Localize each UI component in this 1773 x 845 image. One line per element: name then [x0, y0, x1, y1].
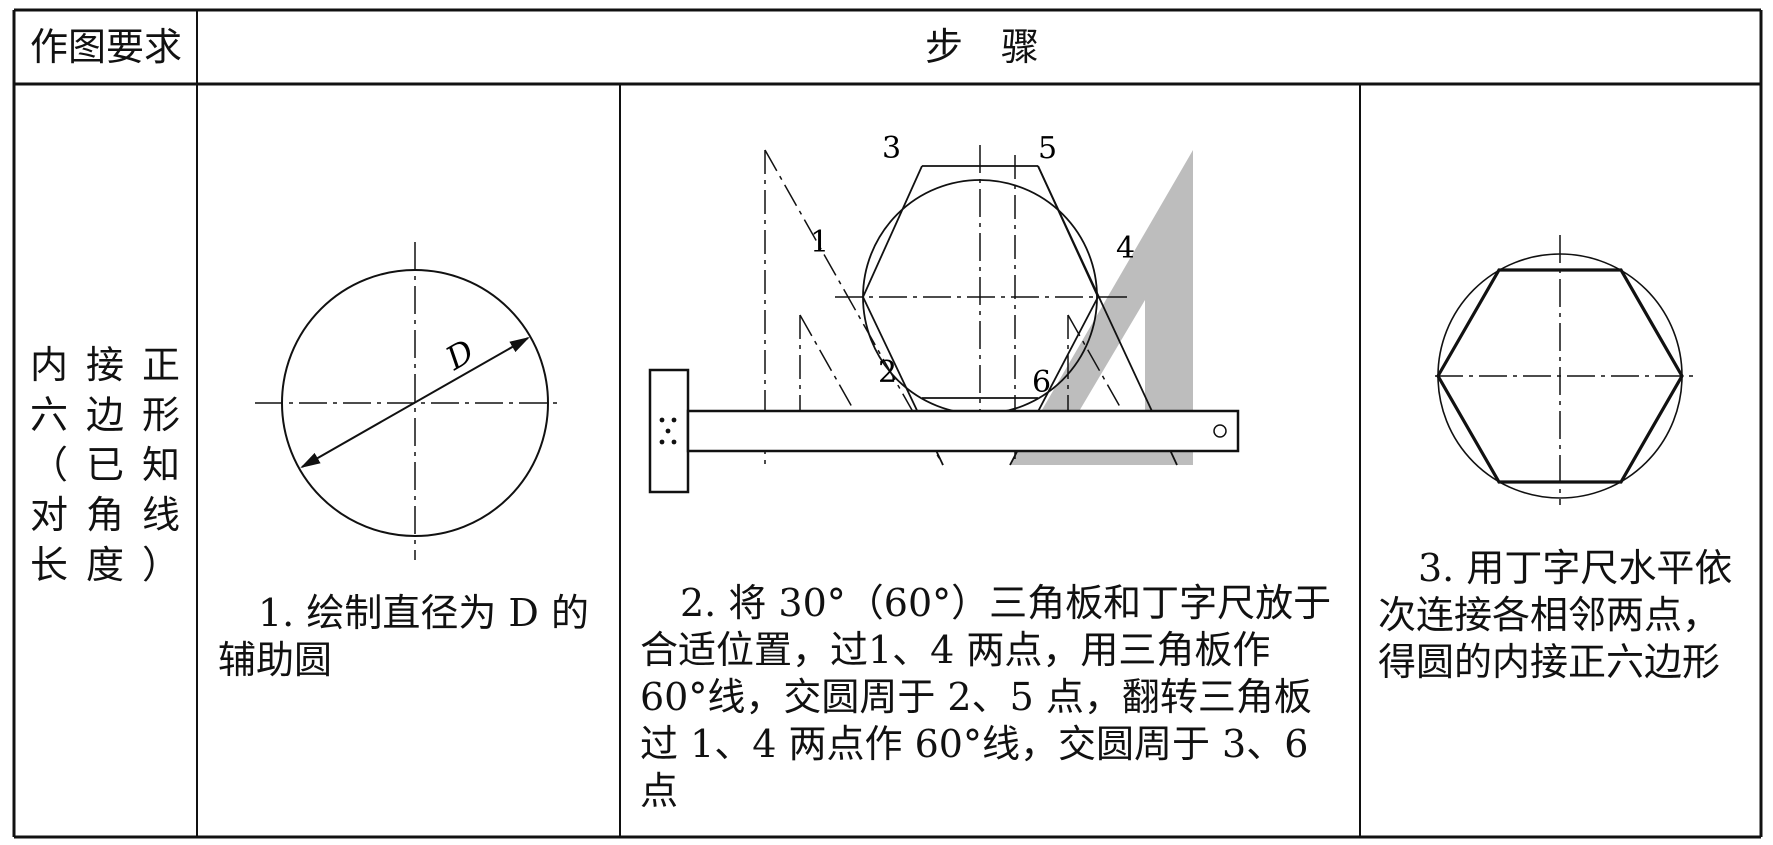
- t-square-head-dots: [659, 417, 677, 445]
- step3-hexagon-figure: [1435, 235, 1695, 505]
- t-square-blade: [686, 409, 1240, 453]
- point-label-4: 4: [1116, 231, 1135, 266]
- triangle-hole: [1065, 300, 1145, 435]
- point-label-2: 2: [878, 355, 897, 390]
- t-square-hole: [1213, 424, 1227, 438]
- label-D: D: [438, 332, 480, 378]
- header-steps: 步 骤: [925, 25, 1040, 69]
- regular-hexagon: [1436, 268, 1684, 484]
- step2-text: 2. 将 30°（60°）三角板和丁字尺放于合适位置，过1、4 两点，用三角板作…: [640, 581, 1332, 813]
- point-label-6: 6: [1032, 365, 1051, 400]
- point-label-3: 3: [882, 131, 901, 166]
- step1-circle-figure: D: [255, 242, 563, 560]
- step1-text: 1. 绘制直径为 D 的辅助圆: [218, 591, 589, 682]
- point-label-5: 5: [1038, 131, 1057, 166]
- point-label-1: 1: [810, 225, 829, 260]
- diameter-arrow: [300, 337, 530, 468]
- requirement-text: 内接正六边形（已知对角线长度）: [30, 343, 180, 587]
- header-requirement: 作图要求: [30, 25, 183, 69]
- step3-text: 3. 用丁字尺水平依次连接各相邻两点，得圆的内接正六边形: [1378, 546, 1733, 684]
- step2-construction-figure: 1 2 3 4 5 6: [648, 131, 1240, 494]
